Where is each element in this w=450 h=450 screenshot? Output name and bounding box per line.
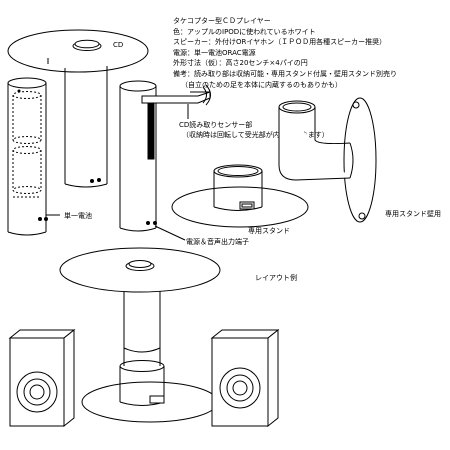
power-out-label: 電源＆音声出力端子 [186,237,249,246]
layout-example [59,247,221,423]
right-speaker [210,328,280,428]
battery-cells [12,91,42,198]
spec-block: タケコプター型ＣＤプレイヤー 色：アップルのIPODに使われているホワイト スピ… [173,16,397,90]
spec-notes: 備考：読み取り部は収納可能・専用スタンド付属・壁用スタンド別売り [173,69,397,78]
sensor-slot [147,103,155,160]
sensor-label: CD読み取りセンサー部 [179,120,252,129]
layout-label: レイアウト例 [255,273,297,282]
spec-title: タケコプター型ＣＤプレイヤー [173,17,271,25]
spec-notes-2: （自立のための足を本体に内蔵するのもありかも） [181,80,342,89]
top-cd-hub-cap [74,39,100,49]
battery-cylinder [7,77,48,236]
power-leader-line [154,225,186,241]
wall-stand-label: 専用スタンド壁用 [385,209,441,218]
battery-label: 単一電池 [64,211,92,220]
left-speaker [8,328,76,428]
spec-color: 色：アップルのIPODに使われているホワイト [173,27,316,36]
spec-dimensions: 外形寸法（仮）：高さ20センチ×4パイの円 [173,59,308,68]
main-unit-cylinder [119,80,157,232]
spec-power: 電源：単一電池ORAC電源 [173,48,256,57]
sensor-note: （収納時は回転して受光部が内側に向きます） [182,130,329,139]
top-cd-disc-group [7,29,149,73]
wall-stand [278,97,377,223]
top-shaft [64,66,108,188]
wall-plate [343,97,377,223]
sensor-arm [141,84,211,106]
top-cd-disc [7,29,149,73]
spec-speaker: スピーカー：外付けORイヤホン（ＩＰＯＤ用各種スピーカー推奨） [173,38,387,47]
dedicated-stand [171,164,309,228]
cd-label: CD [113,41,123,49]
stand-label: 専用スタンド [248,226,290,235]
